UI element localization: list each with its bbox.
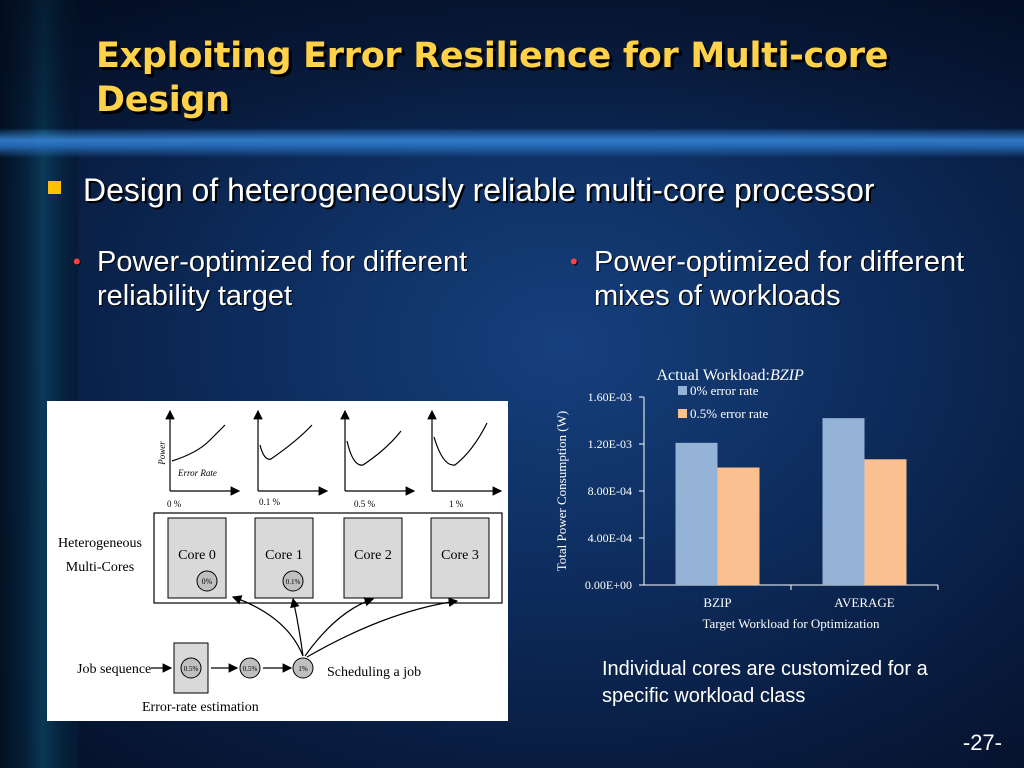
job-token xyxy=(239,657,261,679)
y-tick-label: 0.00E+00 xyxy=(585,578,632,592)
sub-bullet-left-text: Power-optimized for different reliabilit… xyxy=(97,246,468,312)
x-axis-label: Target Workload for Optimization xyxy=(703,616,880,631)
job-sequence-label: Job sequence xyxy=(77,662,151,677)
diagram-svg: Power Error Rate 0 % 0.1 % 0.5 % 1 % Het… xyxy=(58,409,503,715)
bar-bzip-series-0 xyxy=(675,442,718,585)
y-tick-label: 4.00E-04 xyxy=(588,531,632,545)
bar-average-series-0 xyxy=(822,418,865,585)
core-3: Core 3 xyxy=(430,517,490,599)
square-bullet-icon xyxy=(48,181,61,194)
chart-title-emphasis: BZIP xyxy=(770,367,804,384)
y-tick-label: 1.60E-03 xyxy=(588,390,632,404)
main-bullet-text: Design of heterogeneously reliable multi… xyxy=(83,172,875,208)
sub-bullet-left: • Power-optimized for different reliabil… xyxy=(73,245,477,313)
bar-average-series-1 xyxy=(864,459,907,585)
main-bullet: Design of heterogeneously reliable multi… xyxy=(48,170,1008,210)
power-bar-chart: Actual Workload: BZIP Total Power Consum… xyxy=(548,360,968,640)
core-rate: 0% xyxy=(202,577,213,586)
bar-bzip-series-1 xyxy=(717,467,760,585)
core-name: Core 3 xyxy=(441,548,479,563)
legend-label: 0.5% error rate xyxy=(690,406,769,421)
curve-label: 0.5 % xyxy=(354,499,376,509)
heterogeneous-label: Heterogeneous xyxy=(58,536,142,551)
x-tick-label: BZIP xyxy=(703,595,731,610)
cores-container xyxy=(153,512,503,604)
title-divider-stripe xyxy=(0,128,1024,158)
bullet-dot-icon: • xyxy=(570,249,578,274)
job-token xyxy=(292,657,314,679)
slide-caption: Individual cores are customized for a sp… xyxy=(602,658,928,707)
bullet-dot-icon: • xyxy=(73,249,81,274)
power-axis-label: Power xyxy=(157,441,167,466)
bar-chart-svg: Actual Workload: BZIP Total Power Consum… xyxy=(554,367,939,631)
title-background xyxy=(0,0,1024,130)
y-tick-label: 1.20E-03 xyxy=(588,437,632,451)
core-name: Core 0 xyxy=(178,548,216,563)
x-tick-label: AVERAGE xyxy=(834,595,894,610)
page-number: -27- xyxy=(962,730,1002,755)
scheduling-arrows xyxy=(231,595,459,658)
job-rate: 1% xyxy=(298,665,308,673)
estimation-box: 0.5% xyxy=(173,642,209,694)
legend-swatch xyxy=(678,386,687,395)
core-name: Core 2 xyxy=(354,548,392,563)
multicore-scheduling-diagram: Power Error Rate 0 % 0.1 % 0.5 % 1 % Het… xyxy=(47,401,508,721)
curve-label: 0.1 % xyxy=(259,497,281,507)
chart-legend: 0% error rate 0.5% error rate xyxy=(678,383,769,421)
core-rate: 0.1% xyxy=(286,578,301,586)
sub-bullet-right-text: Power-optimized for different mixes of w… xyxy=(594,246,965,312)
legend-label: 0% error rate xyxy=(690,383,759,398)
power-curve-plots xyxy=(165,409,503,496)
y-axis-label: Total Power Consumption (W) xyxy=(554,411,569,572)
chart-bars xyxy=(675,418,907,585)
core-0: Core 0 0% xyxy=(167,517,227,599)
core-1: Core 1 0.1% xyxy=(254,517,314,599)
job-rate: 0.5% xyxy=(184,665,199,673)
error-rate-axis-label: Error Rate xyxy=(177,468,217,478)
slide-title: Exploiting Error Resilience for Multi-co… xyxy=(96,36,889,120)
sub-bullet-right: • Power-optimized for different mixes of… xyxy=(570,245,994,313)
chart-title: Actual Workload: xyxy=(657,367,771,384)
curve-label: 0 % xyxy=(167,499,182,509)
job-rate: 0.5% xyxy=(243,665,258,673)
y-tick-label: 8.00E-04 xyxy=(588,484,632,498)
core-2: Core 2 xyxy=(343,517,403,599)
core-name: Core 1 xyxy=(265,548,303,563)
estimation-label: Error-rate estimation xyxy=(142,700,259,715)
curve-label: 1 % xyxy=(449,499,464,509)
multi-cores-label: Multi-Cores xyxy=(66,560,134,575)
legend-swatch xyxy=(678,409,687,418)
scheduling-label: Scheduling a job xyxy=(327,665,421,680)
